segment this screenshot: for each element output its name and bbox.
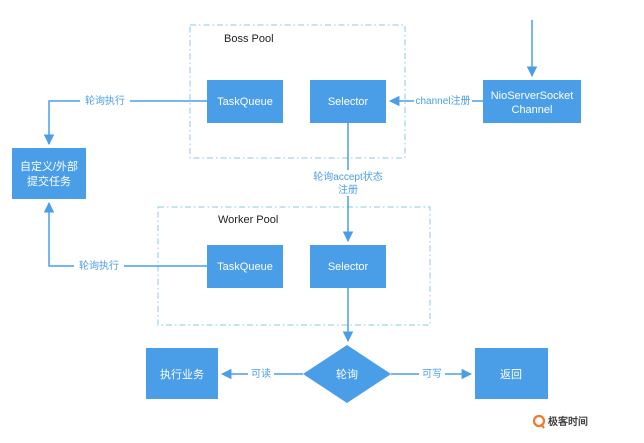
brand-text: 极客时间 <box>548 415 588 428</box>
geekbang-logo-icon <box>532 414 546 429</box>
brand-watermark: 极客时间 <box>532 414 588 429</box>
boss-selector-box: Selector <box>310 80 386 123</box>
execute-business-label: 执行业务 <box>160 367 204 381</box>
poll-diamond-label: 轮询 <box>336 367 358 381</box>
writable-label: 可写 <box>422 368 442 380</box>
worker-poll-execute-label: 轮询执行 <box>79 259 119 272</box>
worker-selector-label: Selector <box>328 261 369 273</box>
worker-pool-title: Worker Pool <box>218 214 278 226</box>
return-box: 返回 <box>475 348 548 399</box>
channel-register-label: channel注册 <box>415 94 470 107</box>
accept-register-label-line2: 注册 <box>338 183 358 196</box>
custom-task-label-line1: 自定义/外部 <box>20 159 78 173</box>
worker-task-queue-label: TaskQueue <box>217 261 273 273</box>
nio-server-socket-label-line2: Channel <box>512 104 553 116</box>
poll-diamond: 轮询 <box>303 345 391 403</box>
worker-selector-box: Selector <box>310 245 386 288</box>
worker-task-queue-box: TaskQueue <box>207 245 283 288</box>
readable-label: 可读 <box>251 367 271 380</box>
custom-task-label-line2: 提交任务 <box>27 174 71 188</box>
accept-register-label-line1: 轮询accept状态 <box>313 170 382 183</box>
boss-selector-label: Selector <box>328 96 369 108</box>
boss-pool-title: Boss Pool <box>224 33 274 45</box>
boss-task-queue-box: TaskQueue <box>207 80 283 123</box>
return-label: 返回 <box>500 368 522 381</box>
boss-poll-execute-arrow <box>43 100 207 146</box>
nio-server-socket-channel-box: NioServerSocket Channel <box>483 80 581 123</box>
execute-business-box: 执行业务 <box>146 348 218 399</box>
worker-poll-execute-arrow <box>43 201 207 267</box>
boss-pool-container <box>189 24 406 159</box>
boss-task-queue-label: TaskQueue <box>217 96 273 108</box>
boss-poll-execute-label: 轮询执行 <box>85 94 125 107</box>
custom-task-box: 自定义/外部 提交任务 <box>12 148 86 199</box>
nio-server-socket-label-line1: NioServerSocket <box>491 90 574 102</box>
